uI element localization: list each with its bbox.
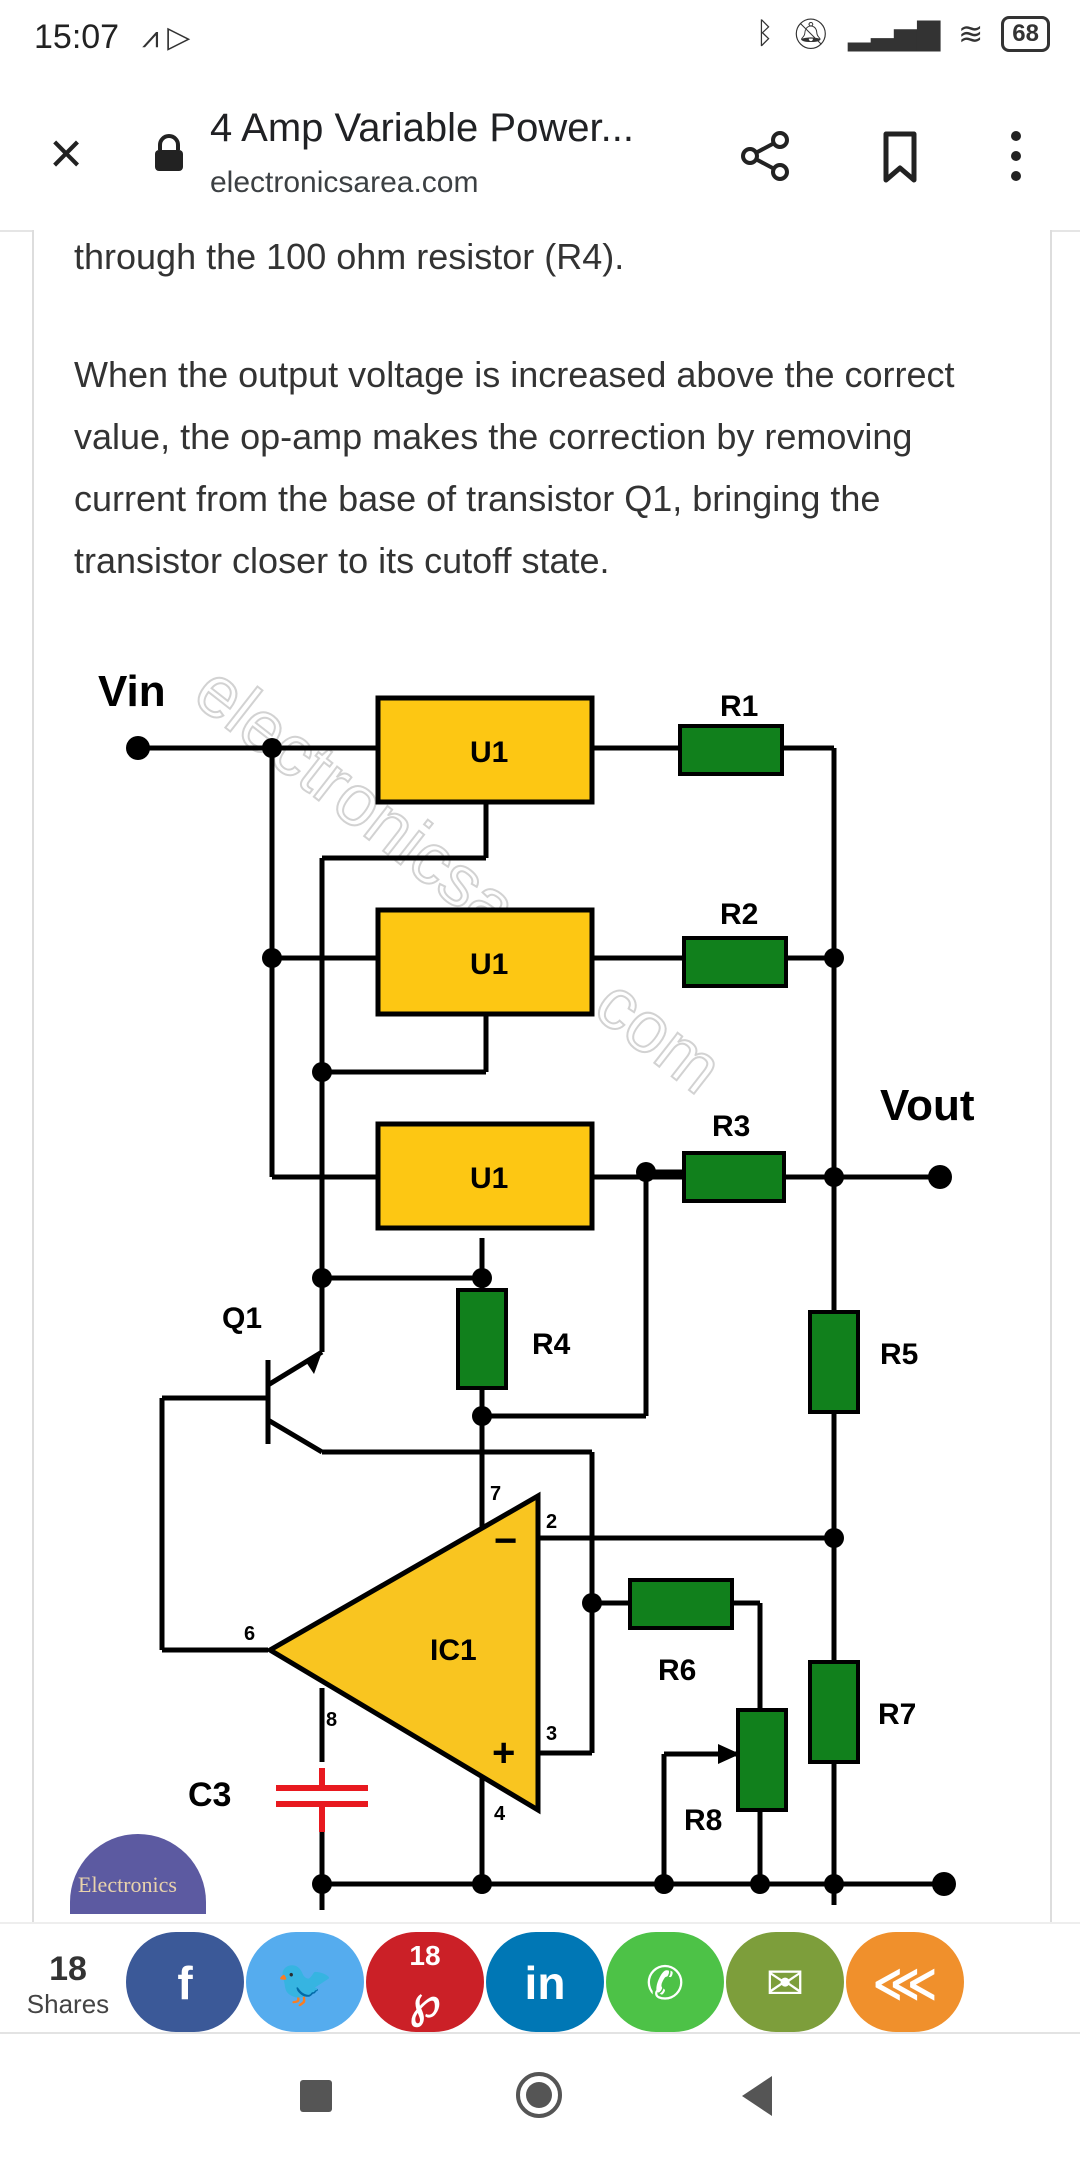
- resistor-r1: [678, 724, 784, 776]
- vout-label: Vout: [880, 1081, 975, 1130]
- twitter-icon: 🐦: [276, 1957, 334, 2009]
- resistor-r5: [808, 1310, 860, 1414]
- linkedin-share-button[interactable]: in: [486, 1932, 604, 2032]
- opamp-plus-label: +: [492, 1731, 515, 1775]
- r1-label: R1: [720, 690, 758, 723]
- u1-regulator-b: U1: [375, 907, 595, 1017]
- q1-label: Q1: [222, 1302, 262, 1335]
- recents-icon[interactable]: [300, 2080, 332, 2112]
- close-icon: ×: [49, 121, 83, 186]
- resistor-r4: [456, 1288, 508, 1390]
- pinterest-icon: ℘: [408, 1975, 442, 2027]
- r2-label: R2: [720, 898, 758, 931]
- status-time: 15:07: [34, 18, 120, 56]
- ic1-label: IC1: [430, 1634, 477, 1667]
- signal-icon: ▂▃▅▇: [847, 17, 941, 51]
- share-bar: 18 Shares f 🐦 18 ℘ in ✆ ✉ ⋘: [0, 1922, 1080, 2034]
- pin4-label: 4: [494, 1803, 506, 1825]
- opamp-minus-label: −: [494, 1519, 517, 1563]
- opamp-ic1: − + IC1: [265, 1491, 541, 1815]
- pinterest-count: 18: [409, 1940, 441, 1971]
- more-icon: [1011, 131, 1021, 181]
- u1-regulator-a: U1: [375, 695, 595, 805]
- u1-label-c: U1: [470, 1162, 508, 1195]
- more-share-icon: ⋘: [872, 1957, 938, 2009]
- u1-label-b: U1: [470, 948, 508, 981]
- share-count-label: Shares: [26, 1989, 110, 2019]
- status-bar: 15:07 ⩘ ▷ ᛒ 🔕︎ ▂▃▅▇ ≋ 68: [0, 0, 1080, 78]
- wifi-icon: ≋: [958, 17, 984, 51]
- more-share-button[interactable]: ⋘: [846, 1932, 964, 2032]
- status-left-icons: ⩘ ▷: [142, 20, 190, 55]
- c3-label: C3: [188, 1776, 231, 1814]
- q1-emitter-arrow: [306, 1352, 322, 1374]
- resistor-r2: [682, 936, 788, 988]
- bookmark-icon: [883, 131, 917, 183]
- close-button[interactable]: ×: [38, 125, 94, 183]
- article-paragraph-2: When the output voltage is increased abo…: [74, 354, 955, 581]
- resistor-r6: [628, 1578, 734, 1630]
- circuit-diagram: electronicsarea.com: [98, 649, 975, 1910]
- whatsapp-icon: ✆: [645, 1957, 685, 2009]
- email-share-button[interactable]: ✉: [726, 1932, 844, 2032]
- twitter-share-button[interactable]: 🐦: [246, 1932, 364, 2032]
- system-nav-bar: [0, 2032, 1080, 2162]
- resistor-r7: [808, 1660, 860, 1764]
- r6-label: R6: [658, 1654, 696, 1687]
- u1-label-a: U1: [470, 736, 508, 769]
- more-options-button[interactable]: [990, 126, 1050, 186]
- capacitor-c3: [276, 1768, 368, 1832]
- play-store-icon: ▷: [167, 21, 191, 54]
- page-domain[interactable]: electronicsarea.com: [210, 166, 479, 199]
- cast-icon: ⩘: [142, 21, 159, 54]
- bluetooth-icon: ᛒ: [755, 17, 774, 50]
- pin7-label: 7: [490, 1483, 501, 1505]
- r8-label: R8: [684, 1804, 722, 1837]
- mute-icon: 🔕︎: [791, 17, 830, 51]
- email-icon: ✉: [765, 1957, 805, 2009]
- junction-dots: [126, 736, 956, 1896]
- page-title[interactable]: 4 Amp Variable Power...: [210, 106, 634, 150]
- browser-toolbar: × 4 Amp Variable Power... electronicsare…: [0, 78, 1080, 232]
- facebook-icon: f: [177, 1957, 193, 2009]
- status-right-icons: ᛒ 🔕︎ ▂▃▅▇ ≋ 68: [756, 16, 1050, 52]
- logo-text: Electronics: [78, 1872, 177, 1897]
- r5-label: R5: [880, 1338, 918, 1371]
- resistor-r8: [736, 1708, 788, 1812]
- pin2-label: 2: [546, 1511, 557, 1533]
- vin-label: Vin: [98, 667, 166, 716]
- pin8-label: 8: [326, 1709, 337, 1731]
- share-count-number: 18: [49, 1950, 87, 1988]
- r4-label: R4: [532, 1328, 571, 1361]
- whatsapp-share-button[interactable]: ✆: [606, 1932, 724, 2032]
- pin3-label: 3: [546, 1723, 557, 1745]
- share-count: 18 Shares: [20, 1950, 116, 2020]
- home-icon[interactable]: [516, 2072, 562, 2118]
- resistor-r3: [682, 1151, 786, 1203]
- back-icon[interactable]: [742, 2076, 772, 2116]
- share-icon: [741, 131, 789, 181]
- bookmark-button[interactable]: [870, 126, 930, 186]
- facebook-share-button[interactable]: f: [126, 1932, 244, 2032]
- battery-icon: 68: [1001, 16, 1050, 52]
- share-button[interactable]: [736, 126, 796, 186]
- article-paragraph-1: through the 100 ohm resistor (R4).: [74, 236, 625, 277]
- labels: Vin Vout R1 R2 R3 R4 R5 R6 R7 R8 Q1 C3 2…: [98, 667, 975, 1837]
- lock-icon: [155, 134, 183, 171]
- linkedin-icon: in: [524, 1957, 566, 2009]
- r3-label: R3: [712, 1110, 750, 1143]
- pinterest-share-button[interactable]: 18 ℘: [366, 1932, 484, 2032]
- r8-wiper-arrow: [718, 1744, 740, 1764]
- u1-regulator-c: U1: [375, 1121, 595, 1231]
- r7-label: R7: [878, 1698, 916, 1731]
- article-card: [32, 230, 1052, 1930]
- pin6-label: 6: [244, 1623, 255, 1645]
